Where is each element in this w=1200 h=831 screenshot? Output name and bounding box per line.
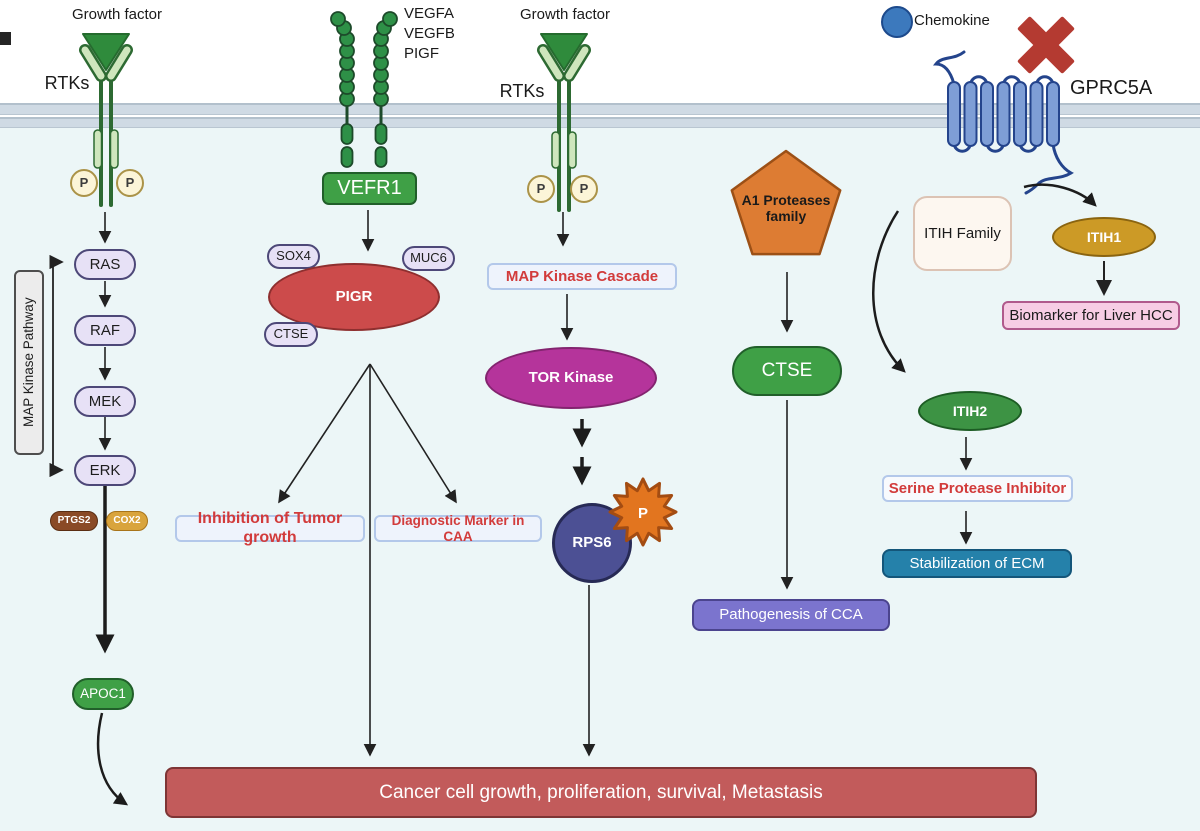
- edge-artifact: [0, 32, 11, 45]
- node-ras: RAS: [74, 249, 136, 280]
- rtks-label-middle: RTKs: [499, 80, 545, 101]
- outcome-inhibition-tumor-growth: Inhibition of Tumor growth: [175, 510, 365, 546]
- node-cox2: COX2: [106, 511, 148, 531]
- rtks-label-left: RTKs: [44, 72, 90, 93]
- node-pigr: PIGR: [268, 263, 440, 331]
- box-map-kinase-cascade: MAP Kinase Cascade: [487, 263, 677, 290]
- map-kinase-pathway-label: MAP Kinase Pathway: [14, 270, 44, 455]
- node-ctse-green: CTSE: [732, 346, 842, 396]
- gprc5a-n-terminus: [932, 50, 966, 86]
- blocked-x-icon: [1017, 16, 1075, 74]
- node-sox4: SOX4: [267, 244, 320, 269]
- chemokine-label: Chemokine: [914, 12, 990, 30]
- cell-membrane-inner-leaflet: [0, 117, 1200, 128]
- node-mek: MEK: [74, 386, 136, 417]
- cell-membrane-outer-leaflet: [0, 103, 1200, 115]
- chemokine-icon: [881, 6, 913, 38]
- footer-outcome-bar: Cancer cell growth, proliferation, survi…: [165, 767, 1037, 818]
- box-serine-protease-inhibitor: Serine Protease Inhibitor: [882, 475, 1073, 502]
- node-itih2: ITIH2: [918, 391, 1022, 431]
- phospho-circle: P: [570, 175, 598, 203]
- node-itih-family: ITIH Family: [913, 196, 1012, 271]
- phospho-circle: P: [527, 175, 555, 203]
- ligand-label-vegfb: VEGFB: [404, 25, 455, 43]
- node-tor-kinase: TOR Kinase: [485, 347, 657, 409]
- growth-factor-triangle-icon: [540, 33, 588, 71]
- outcome-stabilization-ecm: Stabilization of ECM: [882, 549, 1072, 578]
- outcome-biomarker-liver-hcc: Biomarker for Liver HCC: [1002, 301, 1180, 330]
- growth-factor-label-left: Growth factor: [71, 6, 163, 24]
- node-erk: ERK: [74, 455, 136, 486]
- a1-proteases-family-label: A1 Proteases family: [741, 191, 831, 224]
- growth-factor-label-middle: Growth factor: [519, 6, 611, 24]
- node-ptgs2: PTGS2: [50, 511, 98, 531]
- gprc5a-label: GPRC5A: [1070, 76, 1153, 99]
- node-itih1: ITIH1: [1052, 217, 1156, 257]
- node-muc6: MUC6: [402, 246, 455, 271]
- ligand-label-vegfa: VEGFA: [404, 5, 455, 23]
- node-rps6: RPS6: [552, 503, 632, 583]
- node-apoc1: APOC1: [72, 678, 134, 710]
- node-raf: RAF: [74, 315, 136, 346]
- growth-factor-triangle-icon: [82, 33, 130, 71]
- outcome-pathogenesis-cca: Pathogenesis of CCA: [692, 599, 890, 631]
- phospho-circle: P: [70, 169, 98, 197]
- outcome-diagnostic-marker-caa: Diagnostic Marker in CAA: [374, 513, 542, 544]
- node-vefr1: VEFR1: [322, 172, 417, 205]
- node-ctse-purple: CTSE: [264, 322, 318, 347]
- ligand-label-pigf: PIGF: [404, 45, 440, 63]
- phospho-circle: P: [116, 169, 144, 197]
